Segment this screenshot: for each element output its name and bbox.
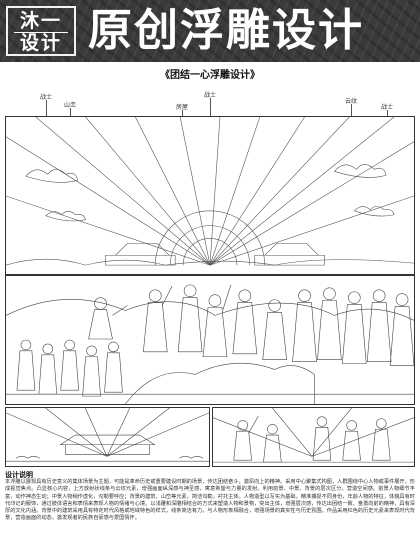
leader-line [210,98,211,116]
callout-cloud: 云纹 [345,98,358,105]
leader-line [387,110,388,116]
sunburst-illustration [6,117,414,266]
callout-mountain: 山峦 [64,102,77,109]
leader-line [46,100,47,116]
callout-warrior-right: 战士 [381,104,394,111]
relief-panel-crowd [5,275,415,405]
logo-line-2: 设计 [19,32,62,54]
crowd-illustration [6,284,414,404]
soldiers-illustration [213,408,414,463]
page-title: 原创浮雕设计 [88,5,364,56]
callout-warrior-center: 战士 [204,92,217,99]
relief-panel-sunburst [5,116,415,275]
logo-divider [14,32,68,33]
logo-line-1: 沐一 [19,10,62,32]
description-title: 设计说明 [5,471,33,479]
design-subtitle: 《团结一心浮雕设计》 [160,70,260,81]
leader-line [182,110,183,116]
callout-warrior-left: 战士 [40,94,53,101]
header-banner: 沐一 设计 原创浮雕设计 [0,0,420,62]
leader-line [70,108,71,116]
relief-panel-building [5,407,210,467]
brand-logo: 沐一 设计 [6,6,76,56]
leader-line [351,104,352,116]
relief-panel-soldiers [212,407,415,467]
callout-house: 房屋 [176,104,189,111]
description-text: 本浮雕以展现具有历史意义的集体场景为主题，可能是革命历史或重要建设时期的场景，传… [5,479,415,522]
building-illustration [6,408,209,462]
